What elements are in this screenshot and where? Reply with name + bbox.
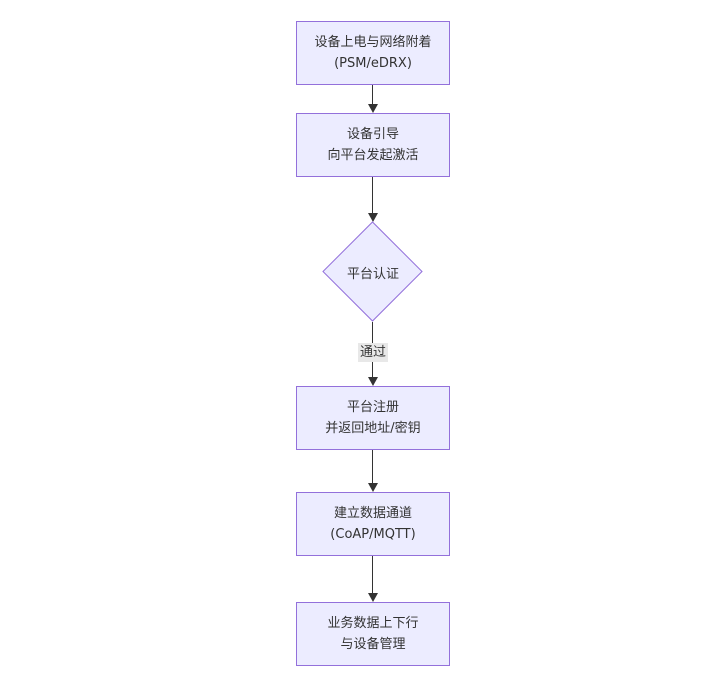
edge-line-b-c — [372, 177, 373, 213]
node-text-line: 并返回地址/密钥 — [325, 421, 421, 436]
arrowhead-icon — [368, 104, 378, 113]
edge-label-pass: 通过 — [357, 343, 389, 362]
node-text-line: 设备上电与网络附着 — [314, 35, 432, 50]
node-text-line: (PSM/eDRX) — [334, 56, 412, 71]
node-text-line: 向平台发起激活 — [327, 148, 419, 163]
arrowhead-icon — [368, 377, 378, 386]
node-text-line: 与设备管理 — [340, 637, 406, 652]
flow-node-bootstrap-activate: 设备引导 向平台发起激活 — [296, 113, 450, 177]
node-text-line: 业务数据上下行 — [327, 616, 419, 631]
flow-node-business-data-mgmt: 业务数据上下行 与设备管理 — [296, 602, 450, 666]
node-text-line: (CoAP/MQTT) — [330, 527, 416, 542]
flow-node-data-channel: 建立数据通道 (CoAP/MQTT) — [296, 492, 450, 556]
arrowhead-icon — [368, 483, 378, 492]
flow-node-power-on-attach: 设备上电与网络附着 (PSM/eDRX) — [296, 21, 450, 85]
node-text-line: 平台认证 — [346, 266, 399, 282]
node-text-line: 平台注册 — [346, 400, 399, 415]
edge-line-a-b — [372, 85, 373, 104]
edge-line-e-f — [372, 556, 373, 593]
arrowhead-icon — [368, 593, 378, 602]
node-text-line: 建立数据通道 — [333, 506, 412, 521]
flow-node-platform-auth-decision: 平台认证 — [322, 221, 423, 322]
edge-line-d-e — [372, 450, 373, 483]
flow-node-platform-register: 平台注册 并返回地址/密钥 — [296, 386, 450, 450]
arrowhead-icon — [368, 213, 378, 222]
node-text-line: 设备引导 — [346, 127, 399, 142]
